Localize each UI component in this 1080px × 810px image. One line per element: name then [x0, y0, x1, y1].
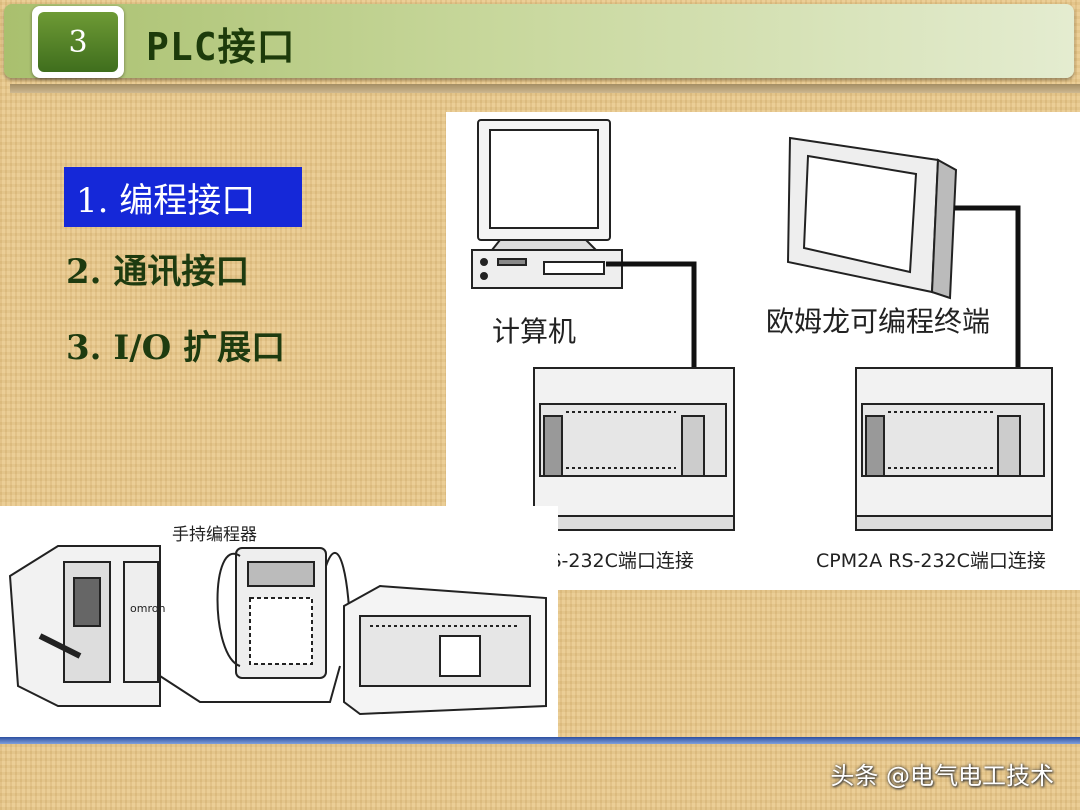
header-bar: 3 PLC接口	[4, 4, 1074, 78]
terminal-label: 欧姆龙可编程终端	[766, 305, 991, 338]
menu-item-io-expansion-port[interactable]: 3. I/O 扩展口	[66, 328, 286, 368]
section-number: 3	[38, 12, 118, 72]
connection-diagram-figure: 计算机 欧姆龙可编程终端 CPM2A RS-232C端口连接 CPM2A RS-…	[446, 112, 1080, 590]
computer-monitor-icon	[477, 119, 611, 251]
brand-label: omron	[130, 602, 166, 615]
right-connection-caption: CPM2A RS-232C端口连接	[816, 550, 1046, 572]
handheld-programmer-drawing	[8, 545, 547, 716]
footer-divider	[0, 737, 1080, 744]
computer-label: 计算机	[492, 315, 577, 348]
plc-closeup-icon	[8, 545, 161, 707]
programmer-cable-lower	[159, 665, 341, 703]
page-title: PLC接口	[146, 25, 296, 69]
connection-diagram-drawing	[471, 119, 1053, 531]
handheld-programmer-label: 手持编程器	[172, 525, 257, 545]
plc-unit-left-icon	[533, 367, 735, 531]
plc-unit-right-icon	[855, 367, 1053, 531]
handheld-programmer-icon	[216, 547, 327, 679]
computer-base-icon	[471, 249, 623, 289]
watermark: 头条 @电气电工技术	[830, 762, 1054, 790]
header-divider	[10, 84, 1080, 93]
menu-item-programming-port[interactable]: 1. 编程接口	[64, 167, 302, 227]
plc-unit-bottom-icon	[343, 584, 547, 716]
handheld-programmer-figure: 手持编程器 omron	[0, 506, 558, 738]
programmable-terminal-icon	[786, 136, 958, 300]
menu-item-communication-port[interactable]: 2. 通讯接口	[66, 252, 250, 292]
section-number-badge: 3	[32, 6, 124, 78]
